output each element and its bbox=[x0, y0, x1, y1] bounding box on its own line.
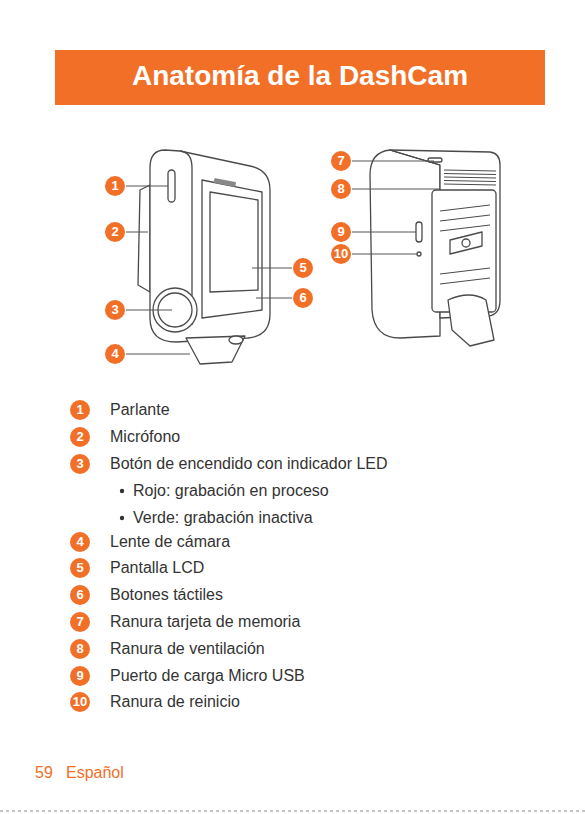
bullet bbox=[120, 489, 124, 493]
callout-number: 2 bbox=[105, 222, 125, 242]
plate-hole bbox=[462, 239, 470, 247]
usb-port bbox=[416, 222, 422, 242]
part-name: Micrófono bbox=[110, 427, 180, 447]
title-band bbox=[55, 50, 545, 105]
leader-line bbox=[256, 298, 292, 299]
mount-bracket bbox=[138, 185, 150, 292]
reset-hole bbox=[417, 252, 421, 256]
leader-line bbox=[352, 254, 417, 255]
part-name: Botones táctiles bbox=[110, 585, 223, 605]
callout-number: 7 bbox=[331, 151, 351, 171]
part-name: Lente de cámara bbox=[110, 532, 230, 552]
speaker-slot bbox=[168, 170, 175, 202]
part-name: Puerto de carga Micro USB bbox=[110, 666, 305, 686]
callout-number: 6 bbox=[70, 585, 90, 605]
leader-line bbox=[126, 232, 148, 233]
screen-bezel bbox=[202, 180, 262, 318]
brand-mark bbox=[214, 178, 237, 187]
lens-mount bbox=[186, 336, 245, 364]
callout-number: 1 bbox=[105, 176, 125, 196]
callout-number: 7 bbox=[70, 612, 90, 632]
camera-body bbox=[370, 150, 440, 338]
part-name: Rojo: grabación en proceso bbox=[133, 481, 329, 501]
lcd-screen bbox=[210, 192, 258, 292]
part-name: Verde: grabación inactiva bbox=[133, 508, 313, 528]
camera-body bbox=[150, 150, 270, 342]
callout-number: 4 bbox=[105, 344, 125, 364]
callout-number: 10 bbox=[70, 692, 90, 712]
callout-number: 8 bbox=[331, 179, 351, 199]
plate-grooves bbox=[440, 205, 490, 284]
front-view bbox=[138, 150, 270, 364]
leader-lines bbox=[126, 161, 440, 354]
lens bbox=[229, 336, 243, 344]
callout-number: 8 bbox=[70, 639, 90, 659]
part-name: Ranura de reinicio bbox=[110, 692, 240, 712]
leader-line bbox=[126, 186, 168, 187]
mount-ball bbox=[448, 295, 494, 346]
vent-lines bbox=[444, 170, 496, 185]
page-footer: Español bbox=[66, 763, 124, 783]
plate-slot bbox=[450, 232, 482, 254]
part-name: Botón de encendido con indicador LED bbox=[110, 454, 388, 474]
callout-number: 10 bbox=[331, 244, 351, 264]
leader-line bbox=[252, 268, 292, 269]
page-title: Anatomía de la DashCam bbox=[55, 60, 545, 92]
callout-number: 4 bbox=[70, 532, 90, 552]
callout-number: 5 bbox=[293, 258, 313, 278]
callout-number: 9 bbox=[331, 222, 351, 242]
camera-side bbox=[390, 150, 500, 318]
leader-line bbox=[352, 232, 416, 233]
part-name: Ranura de ventilación bbox=[110, 639, 265, 659]
leader-line bbox=[126, 310, 172, 311]
bullet bbox=[120, 516, 124, 520]
callout-number: 9 bbox=[70, 666, 90, 686]
leader-line bbox=[352, 189, 440, 190]
page-footer: 59 bbox=[35, 763, 53, 783]
callout-number: 2 bbox=[70, 427, 90, 447]
callout-number: 6 bbox=[293, 288, 313, 308]
back-view bbox=[370, 150, 500, 346]
part-name: Parlante bbox=[110, 400, 170, 420]
cut-line bbox=[0, 811, 585, 812]
mount-plate bbox=[432, 190, 496, 312]
leader-line bbox=[352, 161, 434, 162]
part-name: Pantalla LCD bbox=[110, 558, 204, 578]
callout-number: 5 bbox=[70, 558, 90, 578]
part-name: Ranura tarjeta de memoria bbox=[110, 612, 300, 632]
leader-line bbox=[126, 354, 190, 355]
callout-number: 3 bbox=[105, 300, 125, 320]
callout-number: 1 bbox=[70, 400, 90, 420]
callout-number: 3 bbox=[70, 454, 90, 474]
